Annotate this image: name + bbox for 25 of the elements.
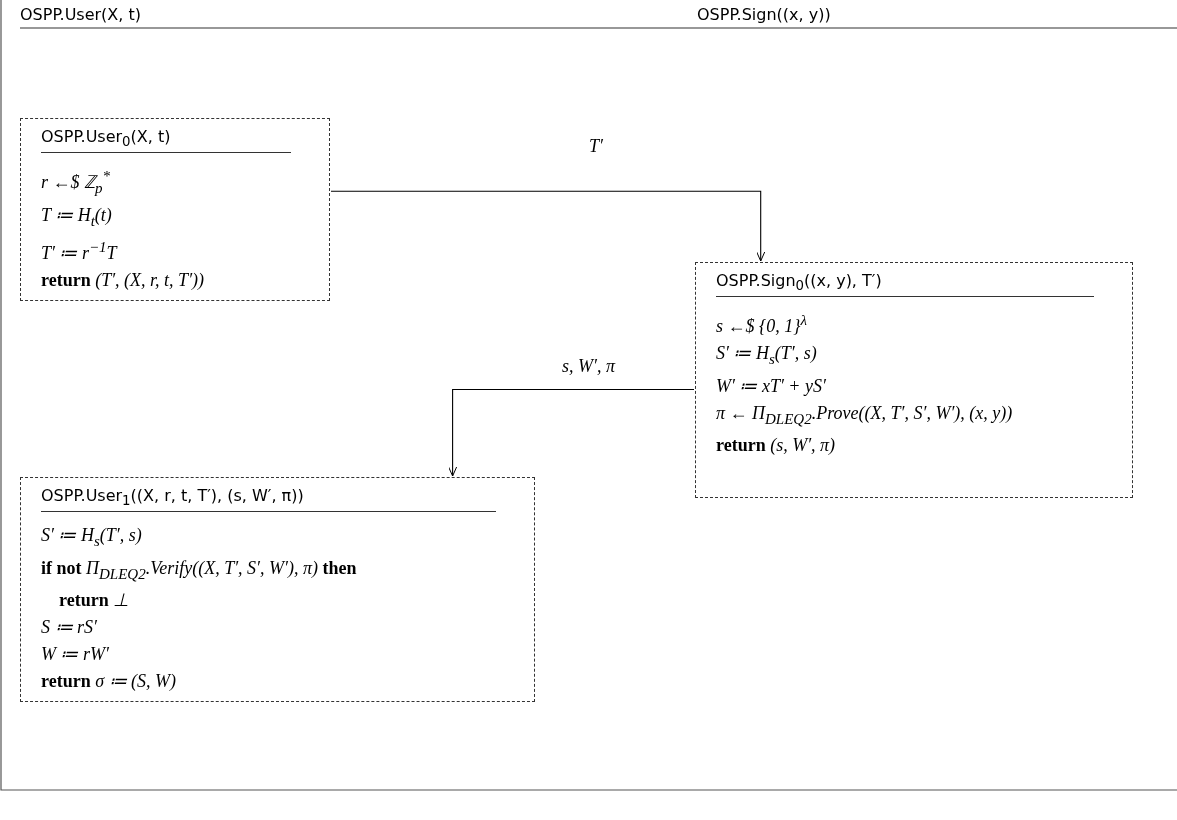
code-line: T ≔ H$_{t}$(t) xyxy=(41,203,112,231)
column-heading: OSPP.Sign((x, y)) xyxy=(697,5,831,24)
code-line: s ←$ {0, 1}$^{λ}$ xyxy=(716,311,807,339)
dashed-box xyxy=(695,262,1133,498)
function-heading: OSPP.User$_{1}$((X, r, t, T′), (s, W′, π)) xyxy=(41,486,496,513)
arrow xyxy=(448,388,695,477)
code-line: S′ ≔ H$_{s}$(T′, s) xyxy=(41,524,142,551)
code-line: S′ ≔ H$_{s}$(T′, s) xyxy=(716,342,817,369)
code-line: return ⊥ xyxy=(59,589,130,613)
arrow xyxy=(330,190,766,262)
column-heading: OSPP.User(X, t) xyxy=(20,5,141,24)
code-line: if not Π$_{DLEQ2}$.Verify((X, T′, S′, W′), π) then xyxy=(41,556,357,584)
code-line: return σ ≔ (S, W) xyxy=(41,670,177,694)
code-line: W′ ≔ xT′ + yS′ xyxy=(716,374,826,398)
code-line: return (T′, (X, r, t, T′)) xyxy=(41,269,205,293)
dashed-box xyxy=(20,477,535,703)
code-line: W ≔ rW′ xyxy=(41,643,109,667)
code-line: π ← Π$_{DLEQ2}$.Prove((X, T′, S′, W′), (x, y)) xyxy=(716,401,1013,429)
code-line: S ≔ rS′ xyxy=(41,616,97,640)
dashed-box xyxy=(20,118,330,302)
function-heading: OSPP.User$_{0}$(X, t) xyxy=(41,127,291,154)
code-line: T′ ≔ r$^{−1}$T xyxy=(41,238,117,266)
edge-label: s, W′, π xyxy=(560,356,617,377)
code-line: return (s, W′, π) xyxy=(716,434,836,458)
function-heading: OSPP.Sign$_{0}$((x, y), T′) xyxy=(716,271,1094,298)
